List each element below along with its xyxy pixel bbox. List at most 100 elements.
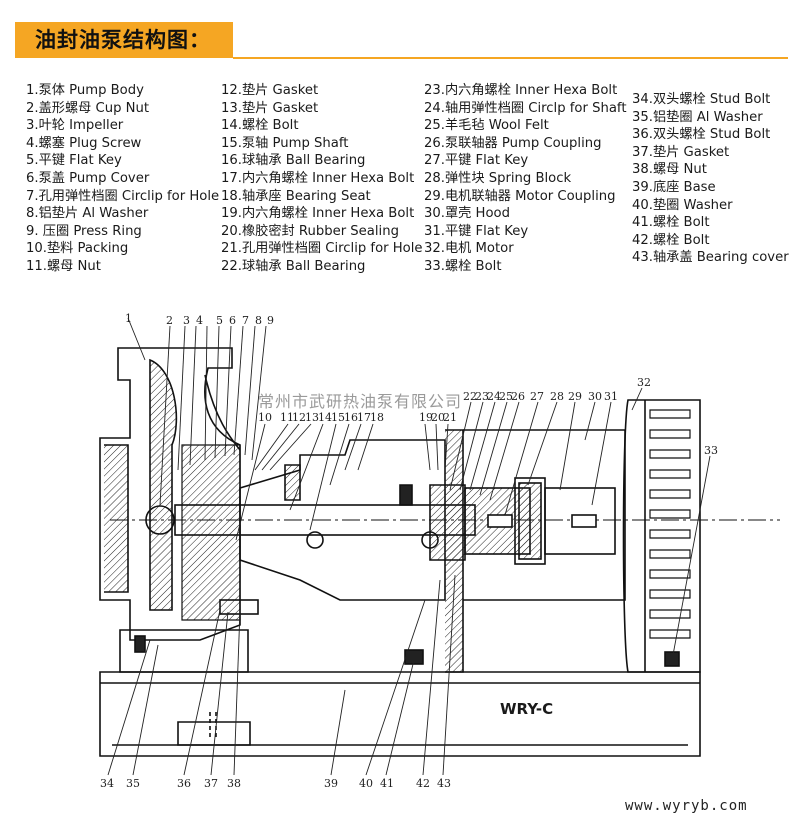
legend-item: 31.平键 Flat Key [424, 223, 529, 239]
callout-2: 2 [166, 314, 173, 327]
legend-item: 39.底座 Base [632, 179, 716, 195]
legend-item: 40.垫圈 Washer [632, 197, 733, 213]
callout-25: 25 [499, 390, 513, 403]
legend-item: 12.垫片 Gasket [221, 83, 319, 98]
legend-item: 22.球轴承 Ball Bearing [221, 258, 366, 274]
legend-item: 30.罩壳 Hood [424, 206, 510, 222]
legend-item: 32.电机 Motor [424, 241, 514, 257]
legend-item: 11.螺母 Nut [26, 258, 101, 274]
callout-4: 4 [196, 314, 203, 327]
callout-29: 29 [568, 390, 582, 403]
callout-6: 6 [229, 314, 236, 327]
legend-item: 5.平键 Flat Key [26, 153, 122, 169]
title-banner: 油封油泵结构图： [15, 22, 233, 58]
callout-17: 17 [357, 411, 371, 424]
hood [463, 429, 626, 601]
legend-item: 21.孔用弹性档圈 Circlip for Hole [221, 241, 423, 257]
legend-item: 27.平键 Flat Key [424, 153, 529, 169]
callout-8: 8 [255, 314, 262, 327]
motor [622, 399, 701, 673]
legend-item: 2.盖形螺母 Cup Nut [26, 100, 150, 116]
legend-item: 1.泵体 Pump Body [26, 83, 144, 98]
callout-21: 21 [443, 411, 457, 424]
callout-1: 1 [125, 312, 132, 325]
callout-26: 26 [511, 390, 525, 403]
legend-item: 43.轴承盖 Bearing cover [632, 250, 789, 266]
legend-item: 18.轴承座 Bearing Seat [221, 188, 371, 204]
motor-coupling [544, 487, 616, 555]
callout-35: 35 [126, 777, 140, 790]
legend-item: 28.弹性块 Spring Block [424, 170, 572, 186]
legend-item: 9. 压圈 Press Ring [26, 223, 142, 239]
callout-14: 14 [318, 411, 332, 424]
callout-numbers: 1 2 3 4 5 6 7 8 9 10 11 12 13 14 15 16 1… [100, 312, 718, 790]
title-rule [233, 57, 788, 59]
callout-12: 12 [292, 411, 306, 424]
callout-28: 28 [550, 390, 564, 403]
callout-37: 37 [204, 777, 218, 790]
legend-item: 14.螺栓 Bolt [221, 118, 299, 134]
callout-13: 13 [305, 411, 319, 424]
callout-23: 23 [475, 390, 489, 403]
legend-item: 29.电机联轴器 Motor Coupling [424, 188, 616, 204]
legend-item: 3.叶轮 Impeller [26, 118, 124, 134]
legend-item: 6.泵盖 Pump Cover [26, 170, 150, 186]
legend-item: 38.螺母 Nut [632, 162, 707, 178]
website-text: www.wyryb.com [625, 798, 748, 814]
callout-33: 33 [704, 444, 718, 457]
legend-item: 7.孔用弹性档圈 Circlip for Hole [26, 188, 220, 204]
callout-22: 22 [463, 390, 477, 403]
legend-item: 13.垫片 Gasket [221, 100, 319, 116]
callout-15: 15 [331, 411, 345, 424]
model-label: WRY-C [500, 700, 554, 718]
pump-body [99, 347, 241, 641]
legend-item: 41.螺栓 Bolt [632, 215, 710, 231]
callout-38: 38 [227, 777, 241, 790]
callout-39: 39 [324, 777, 338, 790]
callout-9: 9 [267, 314, 274, 327]
callout-18: 18 [370, 411, 384, 424]
page-title: 油封油泵结构图： [35, 28, 211, 52]
base-plate [99, 671, 701, 757]
callout-5: 5 [216, 314, 223, 327]
legend-item: 8.铝垫片 Al Washer [26, 206, 149, 222]
callout-16: 16 [344, 411, 358, 424]
legend-column-1: 1.泵体 Pump Body 2.盖形螺母 Cup Nut 3.叶轮 Impel… [26, 82, 219, 276]
callout-27: 27 [530, 390, 544, 403]
legend-item: 26.泵联轴器 Pump Coupling [424, 135, 602, 151]
callout-43: 43 [437, 777, 451, 790]
legend-column-2: 12.垫片 Gasket 13.垫片 Gasket 14.螺栓 Bolt 15.… [221, 82, 423, 276]
legend-item: 36.双头螺栓 Stud Bolt [632, 127, 771, 143]
legend-column-3: 23.内六角螺栓 Inner Hexa Bolt 24.轴用弹性档圈 Circl… [424, 82, 627, 276]
callout-7: 7 [242, 314, 249, 327]
callout-3: 3 [183, 314, 190, 327]
callout-11: 11 [280, 411, 294, 424]
legend-item: 42.螺栓 Bolt [632, 232, 710, 248]
callout-20: 20 [431, 411, 445, 424]
callout-40: 40 [359, 777, 373, 790]
legend-item: 37.垫片 Gasket [632, 144, 730, 160]
legend-item: 25.羊毛毡 Wool Felt [424, 118, 549, 134]
callout-42: 42 [416, 777, 430, 790]
callout-19: 19 [419, 411, 433, 424]
legend-column-4: 34.双头螺栓 Stud Bolt 35.铝垫圈 Al Washer 36.双头… [632, 91, 789, 267]
company-watermark: 常州市武研热油泵有限公司 [258, 392, 463, 411]
legend-item: 23.内六角螺栓 Inner Hexa Bolt [424, 83, 618, 98]
legend-item: 10.垫料 Packing [26, 241, 129, 257]
legend-item: 35.铝垫圈 Al Washer [632, 109, 763, 125]
pump-assembly [99, 347, 780, 757]
legend-item: 19.内六角螺栓 Inner Hexa Bolt [221, 206, 415, 222]
callout-34: 34 [100, 777, 114, 790]
callout-36: 36 [177, 777, 191, 790]
callout-10: 10 [258, 411, 272, 424]
callout-24: 24 [487, 390, 501, 403]
legend-item: 16.球轴承 Ball Bearing [221, 153, 366, 169]
callout-30: 30 [588, 390, 602, 403]
legend-item: 34.双头螺栓 Stud Bolt [632, 92, 771, 107]
legend-item: 17.内六角螺栓 Inner Hexa Bolt [221, 170, 415, 186]
callout-31: 31 [604, 390, 618, 403]
callout-41: 41 [380, 777, 394, 790]
legend-item: 24.轴用弹性档圈 Circlp for Shaft [424, 100, 627, 116]
legend-item: 15.泵轴 Pump Shaft [221, 135, 349, 151]
